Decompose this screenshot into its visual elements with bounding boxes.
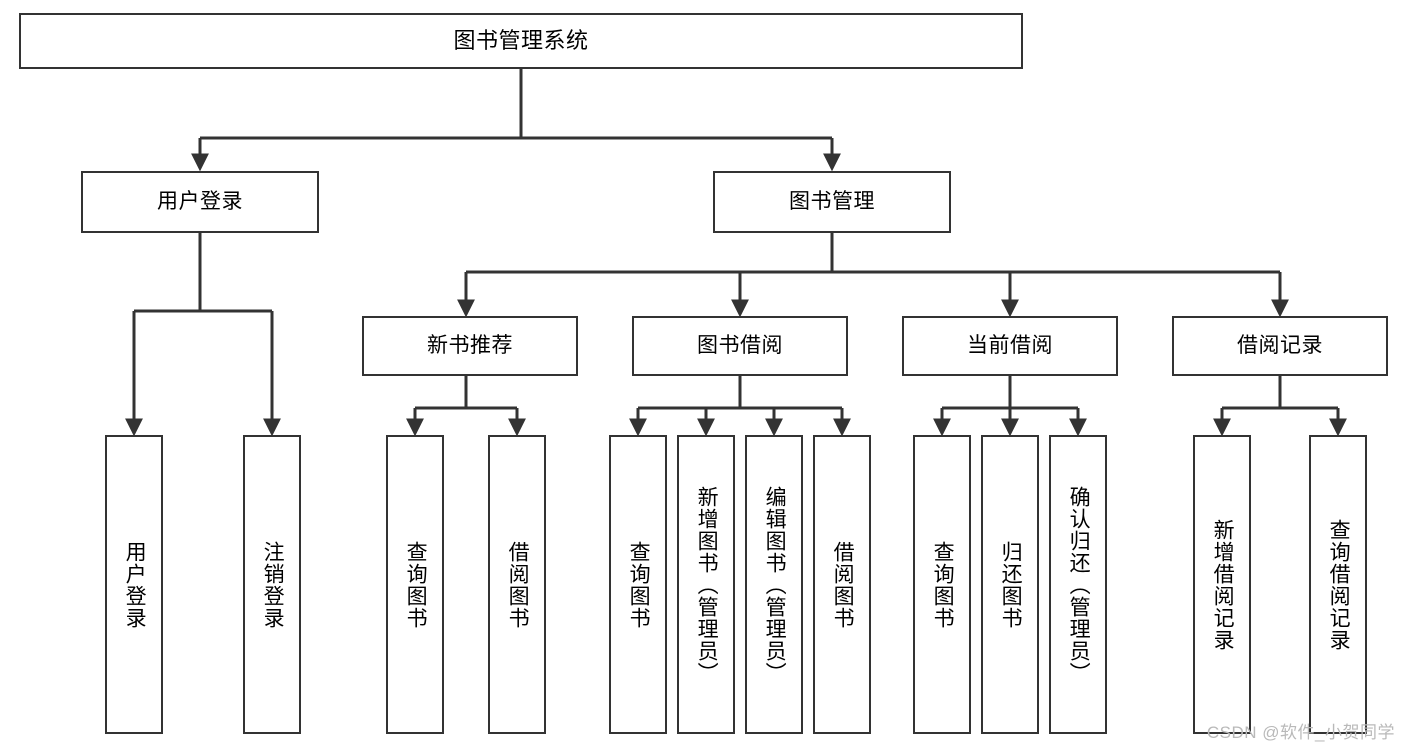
node-label: 用户登录 (123, 540, 147, 629)
leaf-node-query-book-borrow[interactable]: 查询图书 (609, 435, 667, 734)
csdn-watermark: CSDN @软件_小贺同学 (1206, 723, 1395, 742)
node-label: 查询借阅记录 (1327, 518, 1351, 651)
node-label: 图书管理 (789, 189, 875, 213)
node-book-management[interactable]: 图书管理 (713, 171, 951, 233)
node-label: 新书推荐 (427, 333, 513, 357)
node-new-book-recommendation[interactable]: 新书推荐 (362, 316, 578, 376)
node-label: 编辑图书（管理员） (763, 485, 787, 684)
node-user-login[interactable]: 用户登录 (81, 171, 319, 233)
leaf-node-logout[interactable]: 注销登录 (243, 435, 301, 734)
node-label: 注销登录 (261, 540, 285, 629)
node-label: 图书管理系统 (453, 28, 589, 54)
node-label: 借阅图书 (506, 540, 530, 629)
node-label: 借阅记录 (1237, 333, 1323, 357)
node-label: 查询图书 (404, 540, 428, 629)
leaf-node-query-borrow-record[interactable]: 查询借阅记录 (1309, 435, 1367, 734)
leaf-node-confirm-return-admin[interactable]: 确认归还（管理员） (1049, 435, 1107, 734)
node-book-borrow[interactable]: 图书借阅 (632, 316, 848, 376)
leaf-node-user-login[interactable]: 用户登录 (105, 435, 163, 734)
node-label: 查询图书 (931, 540, 955, 629)
leaf-node-edit-book-admin[interactable]: 编辑图书（管理员） (745, 435, 803, 734)
node-label: 图书借阅 (697, 333, 783, 357)
leaf-node-borrow-book-newbook[interactable]: 借阅图书 (488, 435, 546, 734)
node-current-borrow[interactable]: 当前借阅 (902, 316, 1118, 376)
node-label: 查询图书 (627, 540, 651, 629)
leaf-node-query-book-current[interactable]: 查询图书 (913, 435, 971, 734)
leaf-node-add-borrow-record[interactable]: 新增借阅记录 (1193, 435, 1251, 734)
node-label: 新增借阅记录 (1211, 518, 1235, 651)
node-label: 新增图书（管理员） (695, 485, 719, 684)
leaf-node-query-book-newbook[interactable]: 查询图书 (386, 435, 444, 734)
leaf-node-return-book[interactable]: 归还图书 (981, 435, 1039, 734)
leaf-node-borrow-book[interactable]: 借阅图书 (813, 435, 871, 734)
node-label: 归还图书 (999, 540, 1023, 629)
leaf-node-add-book-admin[interactable]: 新增图书（管理员） (677, 435, 735, 734)
node-label: 借阅图书 (831, 540, 855, 629)
node-borrow-record[interactable]: 借阅记录 (1172, 316, 1388, 376)
node-label: 当前借阅 (967, 333, 1053, 357)
node-label: 用户登录 (157, 189, 243, 213)
node-label: 确认归还（管理员） (1067, 485, 1091, 684)
node-root-book-management-system[interactable]: 图书管理系统 (19, 13, 1023, 69)
